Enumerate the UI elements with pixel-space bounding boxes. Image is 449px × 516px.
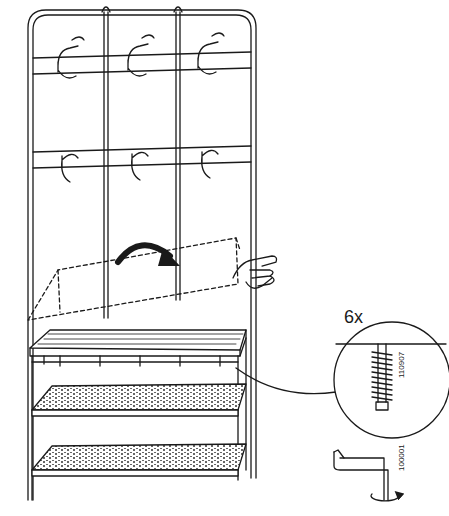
part-number: 110907 bbox=[398, 352, 406, 378]
spring-coil bbox=[372, 352, 392, 400]
quantity-label: 6x bbox=[344, 308, 363, 326]
part-number: 100001 bbox=[398, 444, 406, 471]
